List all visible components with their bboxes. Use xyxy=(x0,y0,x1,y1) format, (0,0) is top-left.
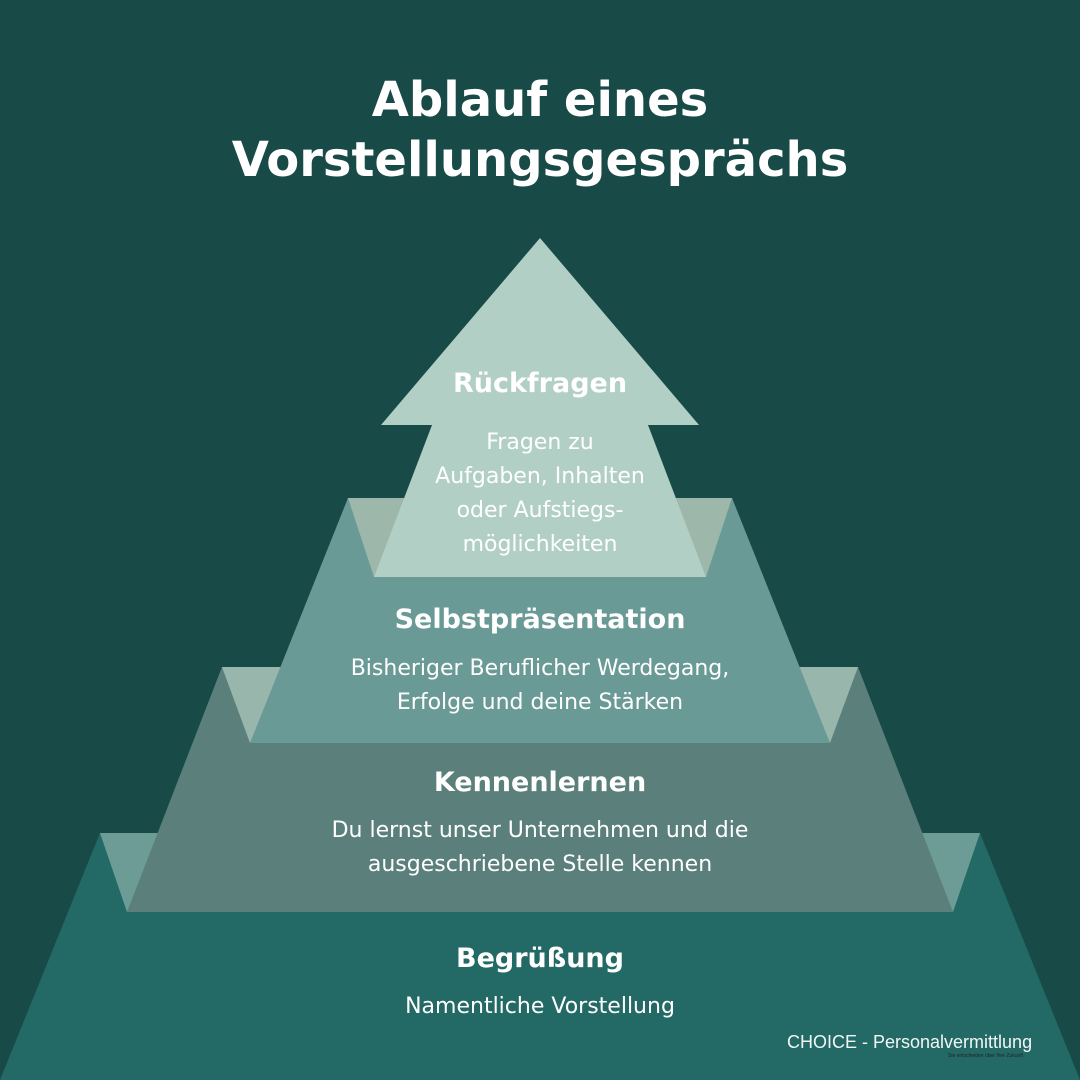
title-line-2: Vorstellungsgesprächs xyxy=(231,132,849,188)
page-title: Ablauf eines Vorstellungsgesprächs xyxy=(0,70,1080,190)
notch-right xyxy=(798,667,858,743)
logo-tagline: Sie entscheiden über Ihre Zukunft xyxy=(948,1053,1024,1059)
title-line-1: Ablauf eines xyxy=(371,72,709,128)
notch-left xyxy=(100,833,160,912)
level-description: Namentliche Vorstellung xyxy=(0,990,1080,1024)
desc-line: Bisheriger Beruflicher Werdegang, xyxy=(350,656,730,681)
desc-line: Fragen zu xyxy=(486,430,594,455)
desc-line: ausgeschriebene Stelle kennen xyxy=(367,852,713,877)
desc-line: Aufgaben, Inhalten xyxy=(435,464,645,489)
notch-left xyxy=(222,667,282,743)
level-description: Bisheriger Beruflicher Werdegang, Erfolg… xyxy=(0,652,1080,720)
desc-line: Namentliche Vorstellung xyxy=(405,994,675,1019)
notch-left xyxy=(348,498,405,577)
level-heading: Rückfragen xyxy=(452,368,628,399)
level-description: Fragen zu Aufgaben, Inhalten oder Aufsti… xyxy=(0,426,1080,562)
level-heading: Selbstpräsentation xyxy=(394,604,686,635)
company-logo: CHOICE - Personalvermittlung xyxy=(787,1032,1033,1052)
desc-line: oder Aufstiegs- xyxy=(456,498,624,523)
desc-line: Du lernst unser Unternehmen und die xyxy=(331,818,749,843)
notch-right xyxy=(675,498,732,577)
level-heading: Begrüßung xyxy=(456,943,624,974)
arrow-rueckfragen-shape xyxy=(374,238,706,577)
notch-right xyxy=(920,833,980,912)
desc-line: möglichkeiten xyxy=(462,532,618,557)
level-description: Du lernst unser Unternehmen und die ausg… xyxy=(0,814,1080,882)
desc-line: Erfolge und deine Stärken xyxy=(396,690,684,715)
level-heading: Kennenlernen xyxy=(433,767,647,798)
